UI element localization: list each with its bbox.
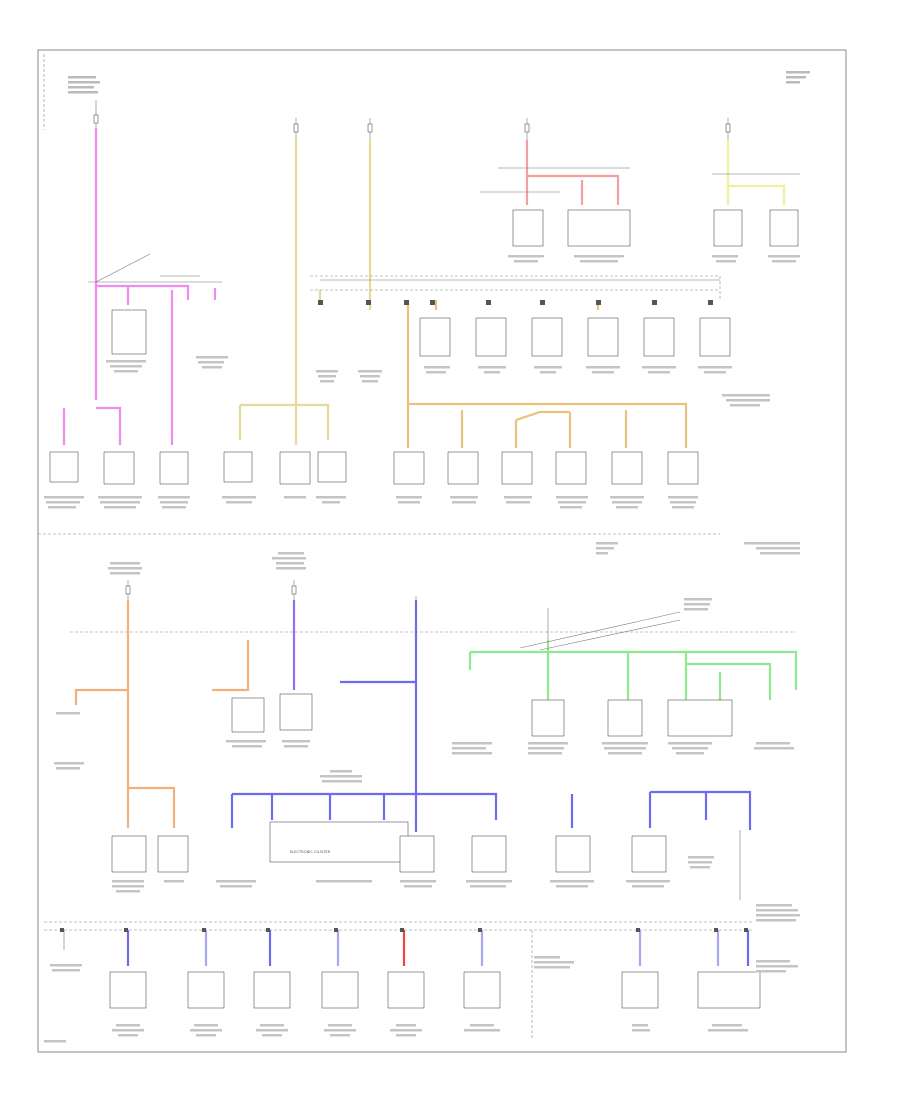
middle-component-labels xyxy=(54,712,800,922)
connector-pins xyxy=(60,300,748,932)
bottom-wires xyxy=(63,930,750,966)
label-top-right-source xyxy=(786,71,810,84)
electronic-cluster-label: ELECTRONIC CLUSTER xyxy=(290,850,331,854)
red-circuit-top xyxy=(480,118,630,205)
top-section xyxy=(38,54,810,555)
lightyellow-circuit xyxy=(712,118,800,205)
bottom-component-labels xyxy=(44,956,798,1043)
top-connector-bus xyxy=(38,275,721,535)
middle-section: ELECTRONIC CLUSTER xyxy=(54,552,800,922)
top-component-labels xyxy=(44,255,800,555)
gold-circuit xyxy=(406,300,688,448)
label-top-left-source xyxy=(68,76,100,94)
bottom-section xyxy=(44,921,798,1043)
bottom-components xyxy=(109,971,761,1009)
blue-circuit-middle xyxy=(230,580,752,900)
orange-circuit xyxy=(74,580,250,828)
pink-circuit xyxy=(62,100,222,445)
diagram-frame xyxy=(37,49,847,1053)
green-circuit xyxy=(468,608,798,700)
middle-source-labels xyxy=(108,552,712,611)
top-components xyxy=(49,209,799,485)
middle-components xyxy=(111,693,733,873)
